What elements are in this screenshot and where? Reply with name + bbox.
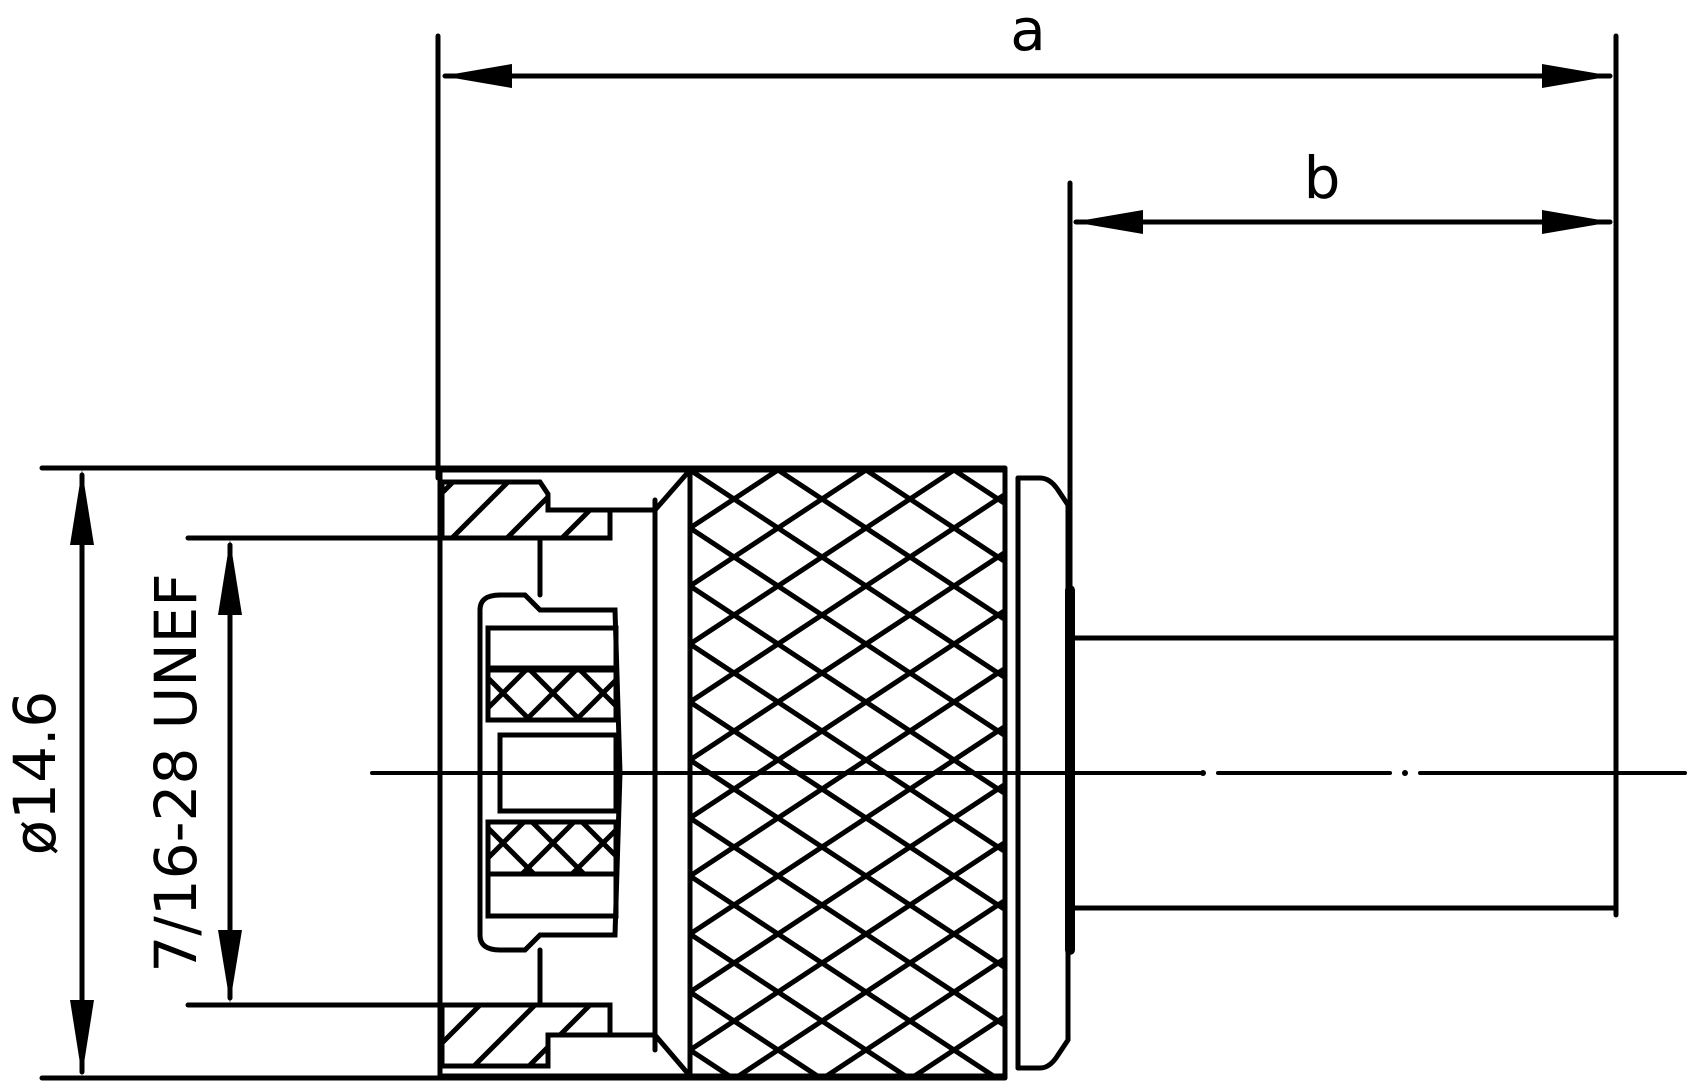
dimension-a-label: a: [1010, 0, 1046, 64]
cable-body: [1069, 635, 1619, 911]
coupling-nut: [437, 467, 1075, 1079]
dimension-a: [435, 33, 1619, 918]
dimension-b: [1067, 180, 1613, 593]
dimension-b-label: b: [1304, 144, 1341, 212]
outer-diameter-label: ø14.6: [1, 691, 69, 856]
thread-label: 7/16-28 UNEF: [142, 573, 210, 972]
center-line: [370, 770, 1687, 776]
